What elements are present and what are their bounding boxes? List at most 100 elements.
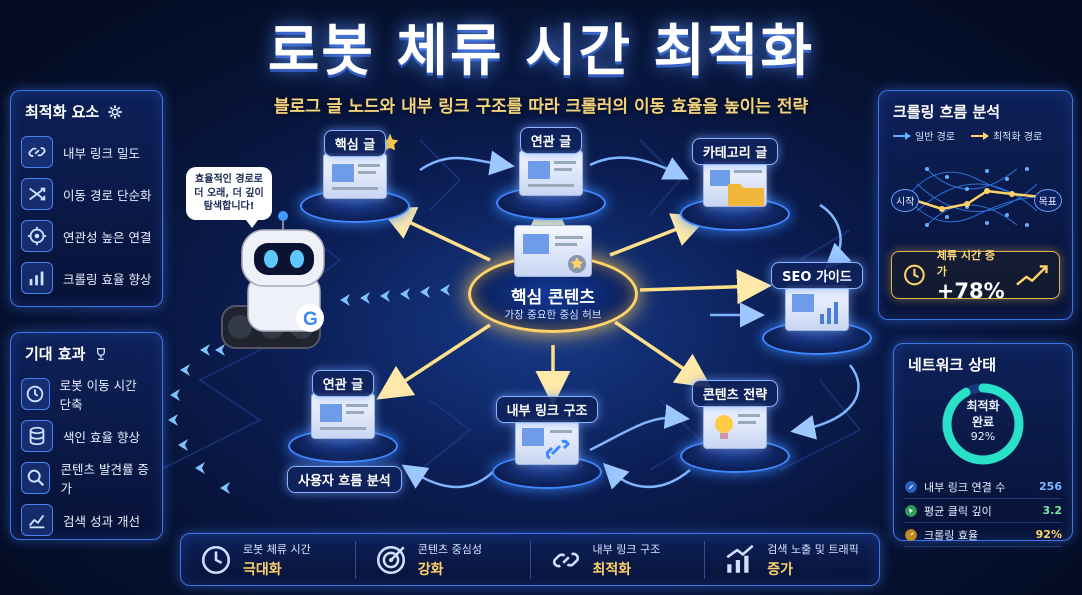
path-related-category: [589, 156, 689, 180]
target-icon: [21, 220, 53, 252]
path-internal-related: [401, 464, 496, 489]
node-related-top: 연관 글: [496, 127, 606, 220]
metric-value: 3.2: [1042, 504, 1063, 517]
path-seo-strategy: [790, 364, 860, 440]
clock-icon: [201, 545, 231, 574]
shuffle-icon: [21, 178, 53, 210]
node-category: 카테고리 글: [680, 138, 790, 231]
network-graph-svg: [906, 167, 1048, 227]
panel-title: 최적화 요소: [11, 91, 162, 128]
metric-value: 256: [1039, 480, 1062, 493]
summary-bottom: 최적화: [592, 561, 632, 578]
effect-item-discovery: 콘텐츠 발견률 증가: [21, 460, 152, 496]
clock-icon: [21, 378, 50, 410]
factor-label: 연관성 높은 연결: [63, 229, 152, 245]
speed-icon: [905, 528, 917, 541]
link-icon: [552, 552, 579, 567]
node-seo-guide: SEO 가이드: [762, 262, 872, 355]
legend-normal-label: 일반 경로: [915, 132, 955, 143]
trend-up-icon: [1015, 265, 1048, 286]
gauge-ring-svg: [942, 383, 1024, 465]
factor-item-link-density: 내부 링크 밀도: [21, 134, 152, 170]
factor-item-path-simplify: 이동 경로 단순화: [21, 176, 152, 212]
path-internal-strategy: [589, 404, 690, 452]
arrow-to-seo: [639, 269, 772, 305]
effect-label: 색인 효율 향상: [63, 429, 140, 445]
hub-subtitle: 가장 중요한 중심 허브: [504, 309, 602, 321]
metric-label: 평균 클릭 깊이: [924, 504, 992, 518]
gauge-value: 92%: [970, 430, 996, 444]
crawl-legend: 일반 경로 최적화 경로: [879, 128, 1072, 143]
chart-document-icon: [785, 285, 849, 331]
path-category-seo: [819, 203, 852, 269]
expected-effects-panel: 기대 효과 로봇 이동 시간 단축 색인 효율 향상 콘텐츠 발견률 증가 검색…: [10, 332, 163, 540]
core-content-hub: 핵심 콘텐츠 가장 중요한 중심 허브: [468, 225, 638, 333]
metric-label-wrap: 크롤링 효율: [904, 527, 978, 543]
gauge-label-2: 완료: [971, 414, 995, 429]
increase-value: +78%: [936, 279, 1005, 303]
node-related-bottom: 연관 글: [288, 370, 398, 463]
effect-item-time: 로봇 이동 시간 단축: [21, 376, 152, 412]
goal-label: 목표: [1033, 189, 1062, 212]
arrow-to-core: [379, 207, 491, 262]
bar-chart-icon: [21, 262, 53, 294]
node-label: 내부 링크 구조: [495, 396, 599, 423]
arrow-gold-icon: [970, 131, 989, 140]
legend-normal: 일반 경로: [893, 128, 955, 143]
search-icon: [21, 462, 51, 494]
target-icon: [376, 545, 405, 574]
start-label: 시작: [891, 189, 920, 212]
node-label: 카테고리 글: [691, 138, 779, 165]
metric-list: 내부 링크 연결 수 256 평균 클릭 깊이 3.2 크롤링 효율 92%: [894, 475, 1072, 547]
effect-label: 로봇 이동 시간 단축: [59, 378, 137, 412]
clock-icon: [904, 264, 925, 286]
hub-title: 핵심 콘텐츠: [510, 288, 596, 308]
lightbulb-document-icon: [703, 403, 767, 449]
legend-optimized: 최적화 경로: [970, 128, 1043, 143]
legend-optimized-label: 최적화 경로: [992, 132, 1043, 143]
link-icon: [905, 480, 917, 493]
gauge-text: 최적화 완료 92%: [940, 399, 1026, 444]
trophy-icon: [97, 347, 106, 360]
factor-item-relevance: 연관성 높은 연결: [21, 218, 152, 254]
database-icon: [21, 420, 53, 452]
node-core-post: 핵심 글: [300, 130, 410, 223]
gauge-arc: [942, 383, 1024, 465]
document-icon: [519, 150, 583, 196]
document-icon: [311, 393, 375, 439]
gear-icon: [108, 104, 122, 119]
effect-label: 검색 성과 개선: [63, 513, 140, 529]
factor-item-crawl-efficiency: 크롤링 효율 향상: [21, 260, 152, 296]
hub-document-icon: [514, 225, 592, 277]
metric-row: 평균 클릭 깊이 3.2: [904, 499, 1062, 523]
node-internal-link: 내부 링크 구조: [492, 396, 602, 489]
path-strategy-internal: [602, 462, 691, 490]
page-subtitle: 블로그 글 노드와 내부 링크 구조를 따라 크롤러의 이동 효율을 높이는 전…: [273, 97, 809, 117]
node-label: SEO 가이드: [771, 262, 863, 289]
factor-label: 이동 경로 단순화: [63, 187, 152, 203]
metric-row: 내부 링크 연결 수 256: [904, 475, 1062, 499]
arrow-blue-icon: [893, 131, 911, 140]
panel-title-text: 최적화 요소: [25, 103, 100, 121]
crawl-flow-panel: 크롤링 흐름 분석 일반 경로 최적화 경로 시작 목표: [878, 90, 1073, 320]
arrow-to-related-bottom: [376, 323, 491, 400]
summary-bottom: 극대화: [243, 561, 282, 578]
node-content-strategy: 콘텐츠 전략: [680, 380, 790, 473]
panel-title: 기대 효과: [11, 333, 162, 370]
increase-label: 체류 시간 증가: [936, 249, 996, 278]
metric-label: 내부 링크 연결 수: [924, 480, 1006, 494]
effect-item-index: 색인 효율 향상: [21, 418, 152, 454]
summary-top: 콘텐츠 중심성: [417, 542, 482, 556]
factor-label: 크롤링 효율 향상: [63, 271, 152, 287]
arrow-to-strategy: [614, 320, 712, 388]
metric-label: 크롤링 효율: [924, 528, 979, 542]
robot-trail: [168, 284, 450, 494]
node-label: 콘텐츠 전략: [691, 380, 779, 407]
